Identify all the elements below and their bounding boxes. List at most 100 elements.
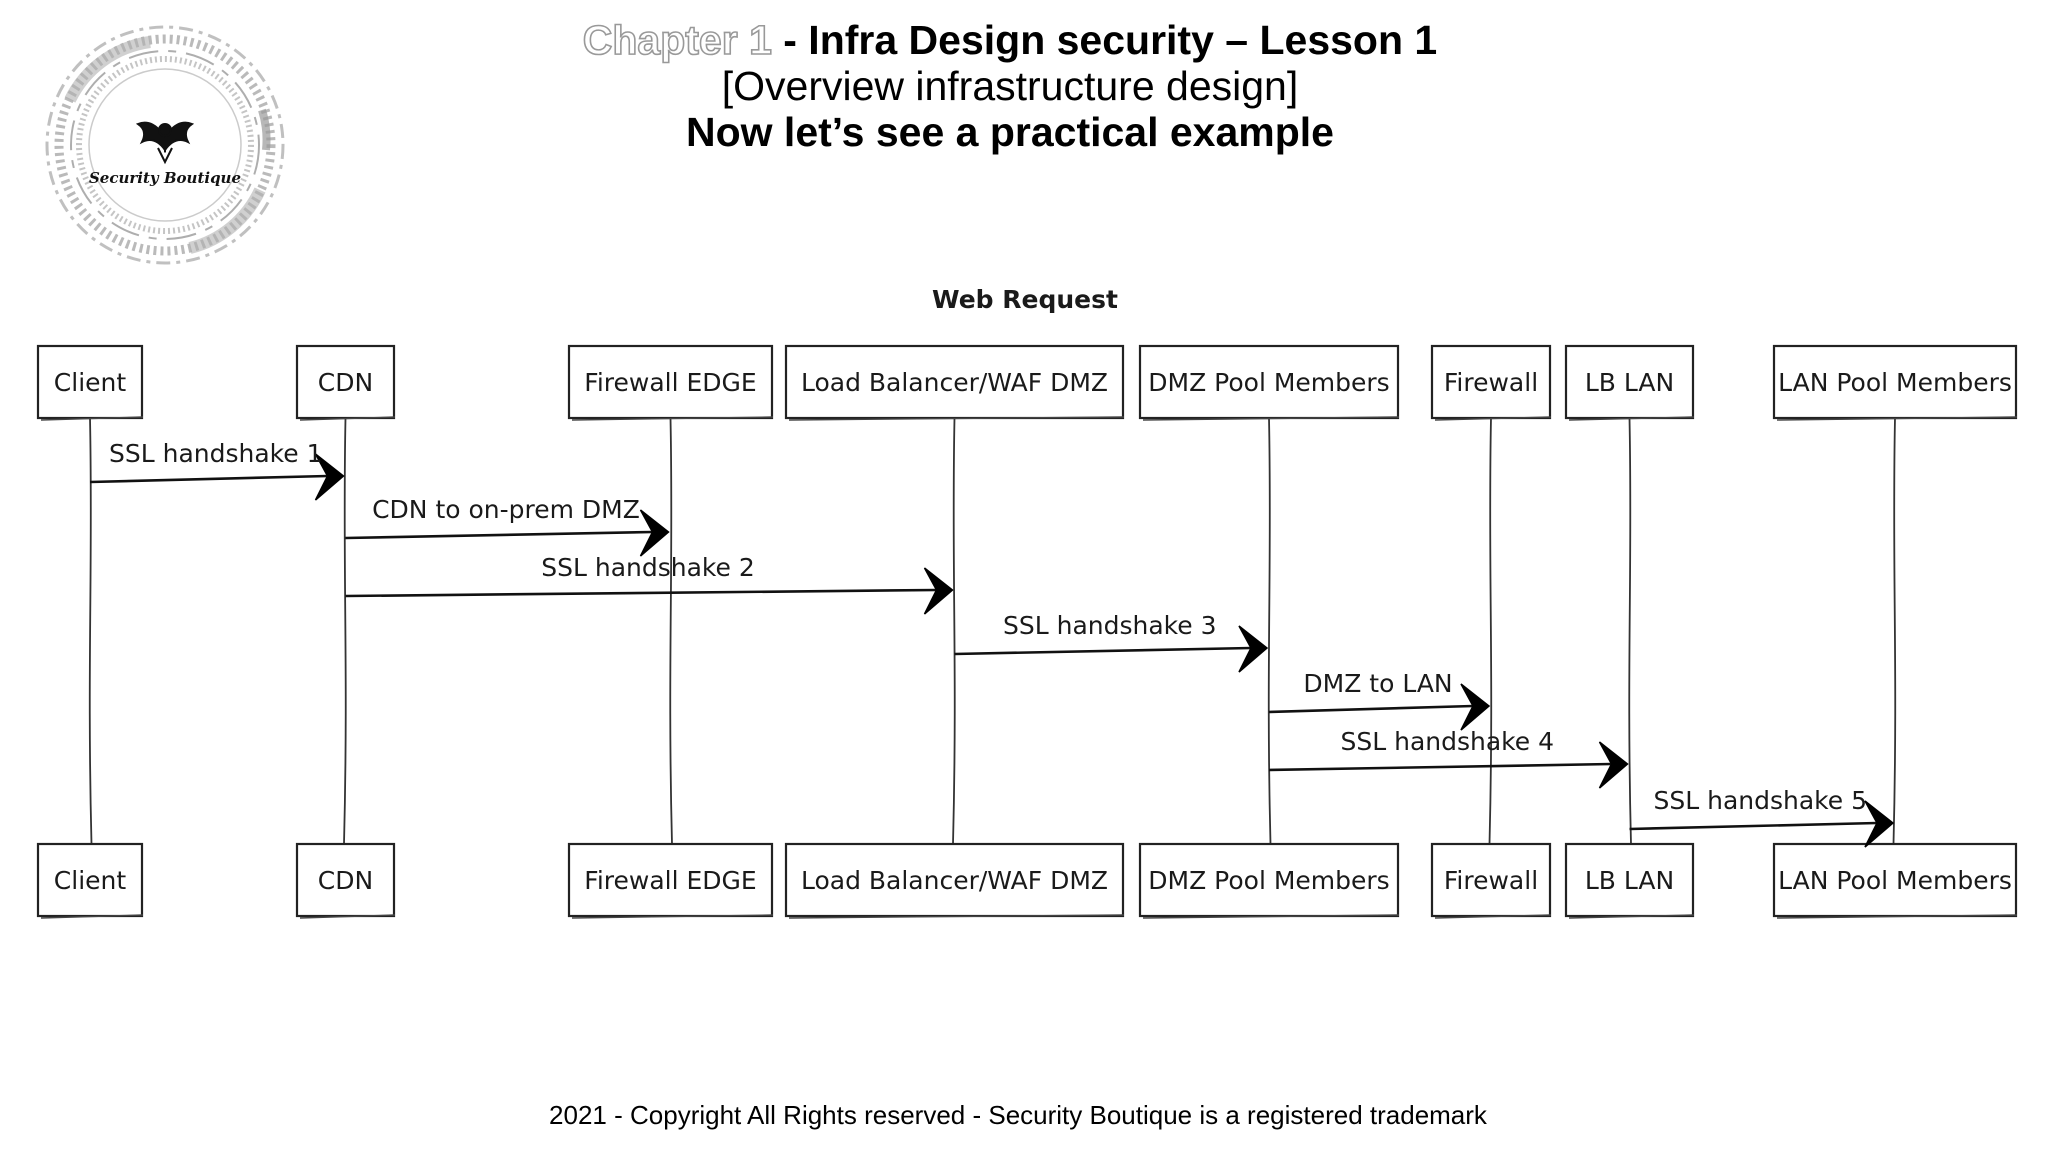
participant-label: CDN [318, 368, 373, 397]
message-arrow-head [1864, 800, 1895, 848]
slide-title: Chapter 1 - Infra Design security – Less… [0, 16, 2020, 64]
message-arrow-line [1268, 762, 1612, 772]
message-label: SSL handshake 5 [1653, 786, 1867, 815]
participant-box-shadow [299, 914, 396, 919]
participant-bottom-load-balancer-waf-dmz: Load Balancer/WAF DMZ [784, 842, 1125, 919]
participant-top-lb-lan: LB LAN [1564, 344, 1695, 421]
participant-box-shadow [788, 416, 1125, 421]
lifeline-client [88, 417, 93, 845]
participant-label: DMZ Pool Members [1148, 866, 1389, 895]
participant-box-shadow [1568, 416, 1695, 421]
message-label: SSL handshake 2 [541, 553, 755, 582]
lifeline-firewall [1488, 417, 1493, 845]
participant-top-load-balancer-waf-dmz: Load Balancer/WAF DMZ [784, 344, 1125, 421]
participant-box-shadow [1142, 914, 1400, 919]
participant-bottom-lan-pool-members: LAN Pool Members [1772, 842, 2018, 919]
participant-bottom-client: Client [36, 842, 144, 919]
message-arrow-line [89, 474, 328, 484]
participant-box [1138, 344, 1400, 420]
message-label: SSL handshake 1 [109, 439, 323, 468]
lifeline-firewall-edge [669, 417, 673, 845]
participant-box [1430, 344, 1552, 420]
message-1-ssl-handshake-1: SSL handshake 1 [89, 439, 345, 501]
message-3-ssl-handshake-2: SSL handshake 2 [345, 553, 954, 615]
participant-label: LAN Pool Members [1778, 368, 2012, 397]
participant-box-shadow [788, 914, 1125, 919]
participant-top-dmz-pool-members: DMZ Pool Members [1138, 344, 1400, 421]
message-arrow-line [345, 530, 653, 540]
participant-box [1772, 344, 2018, 420]
message-arrow-head [639, 509, 670, 557]
participant-label: LAN Pool Members [1778, 866, 2012, 895]
participant-label: Firewall [1444, 368, 1538, 397]
participant-top-lan-pool-members: LAN Pool Members [1772, 344, 2018, 421]
message-label: SSL handshake 4 [1340, 727, 1554, 756]
participant-top-cdn: CDN [295, 344, 396, 421]
participant-box [1564, 344, 1695, 420]
diagram-title: Web Request [932, 285, 1118, 314]
message-arrow-line [1268, 704, 1474, 714]
participant-box-shadow [1568, 914, 1695, 919]
participant-label: Client [54, 368, 127, 397]
participant-box-shadow [571, 914, 774, 919]
message-arrow-line [1629, 821, 1878, 831]
participant-bottom-cdn: CDN [295, 842, 396, 919]
lifeline-dmz-pool-members [1267, 417, 1272, 845]
participant-box-shadow [571, 416, 774, 421]
message-arrow-line [954, 646, 1252, 656]
participant-bottom-dmz-pool-members: DMZ Pool Members [1138, 842, 1400, 919]
participant-box-shadow [40, 416, 144, 421]
logo-text: Security Boutique [89, 169, 241, 187]
message-label: SSL handshake 3 [1003, 611, 1217, 640]
lifeline-load-balancer-waf-dmz [952, 417, 956, 845]
participant-label: DMZ Pool Members [1148, 368, 1389, 397]
message-arrow-head [1460, 683, 1491, 731]
participant-box [567, 344, 774, 420]
participant-box [567, 842, 774, 918]
participant-label: CDN [318, 866, 373, 895]
participant-box [1430, 842, 1552, 918]
participant-box [295, 344, 396, 420]
message-arrow-line [345, 588, 937, 598]
lifeline-lan-pool-members [1892, 417, 1897, 845]
message-label: CDN to on-prem DMZ [372, 495, 640, 524]
participant-box [784, 842, 1125, 918]
participant-bottom-lb-lan: LB LAN [1564, 842, 1695, 919]
participant-box-shadow [1776, 416, 2018, 421]
participant-box-shadow [1434, 416, 1552, 421]
chapter-label: Chapter 1 [582, 16, 773, 64]
participant-label: Firewall EDGE [584, 368, 756, 397]
participant-label: Firewall [1444, 866, 1538, 895]
lifeline-cdn [343, 417, 347, 845]
slide-header: Chapter 1 - Infra Design security – Less… [0, 16, 2020, 156]
participant-label: LB LAN [1585, 368, 1674, 397]
participant-label: LB LAN [1585, 866, 1674, 895]
participant-label: Load Balancer/WAF DMZ [801, 368, 1108, 397]
title-text: - Infra Design security – Lesson 1 [771, 17, 1438, 63]
participant-box [1772, 842, 2018, 918]
participant-box-shadow [1434, 914, 1552, 919]
message-arrow-head [1238, 625, 1269, 673]
participant-box [1564, 842, 1695, 918]
participant-label: Load Balancer/WAF DMZ [801, 866, 1108, 895]
participant-top-client: Client [36, 344, 144, 421]
participant-top-firewall: Firewall [1430, 344, 1552, 421]
message-label: DMZ to LAN [1303, 669, 1452, 698]
security-boutique-logo: Security Boutique [30, 20, 300, 270]
message-6-ssl-handshake-4: SSL handshake 4 [1268, 727, 1629, 789]
participant-box [295, 842, 396, 918]
participant-top-firewall-edge: Firewall EDGE [567, 344, 774, 421]
slide-subtitle: [Overview infrastructure design] [721, 62, 1299, 109]
lifeline-lb-lan [1628, 417, 1632, 845]
participant-box [1138, 842, 1400, 918]
slide-tagline: Now let’s see a practical example [686, 108, 1334, 155]
message-arrow-head [314, 453, 345, 501]
message-arrow-head [1598, 741, 1629, 789]
participant-box-shadow [1142, 416, 1400, 421]
participant-box-shadow [299, 416, 396, 421]
message-arrow-head [923, 567, 954, 615]
participant-bottom-firewall-edge: Firewall EDGE [567, 842, 774, 919]
participant-label: Client [54, 866, 127, 895]
